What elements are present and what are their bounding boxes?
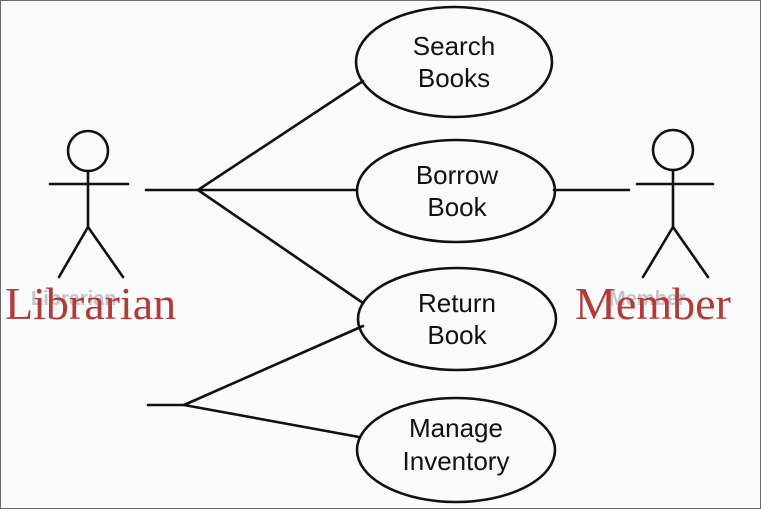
use-case-borrow-book[interactable]: Borrow Book [355, 138, 557, 244]
association-librarian-search-books-branch [196, 79, 365, 192]
actor-librarian-stick-figure-icon [48, 129, 130, 279]
use-case-borrow-book-line-1: Borrow [416, 160, 499, 190]
association-librarian-return-book-lower-branch [182, 324, 365, 407]
actor-librarian[interactable]: Librarian Librarian [5, 129, 176, 329]
association-librarian-manage-inventory [182, 403, 361, 439]
actor-member-label-ghost: Member [609, 288, 686, 310]
associations [144, 79, 631, 439]
actor-member[interactable]: Member Member [575, 128, 731, 329]
use-case-search-books-line-2: Books [418, 63, 490, 93]
use-case-return-book[interactable]: Return Book [356, 266, 558, 372]
use-case-manage-inventory[interactable]: Manage Inventory [355, 396, 557, 504]
actor-member-label: Member [575, 278, 731, 329]
association-librarian-return-book [196, 188, 365, 305]
actor-librarian-label: Librarian [5, 278, 176, 329]
actor-librarian-label-ghost: Librarian [31, 288, 117, 310]
use-case-manage-inventory-line-1: Manage [409, 413, 503, 443]
use-case-return-book-line-2: Book [427, 320, 487, 350]
use-case-borrow-book-line-2: Book [427, 192, 487, 222]
use-case-manage-inventory-line-2: Inventory [403, 446, 510, 476]
use-case-return-book-line-1: Return [418, 288, 496, 318]
actor-member-stick-figure-icon [635, 128, 715, 279]
use-case-search-books[interactable]: Search Books [354, 5, 554, 119]
use-case-search-books-line-1: Search [413, 31, 495, 61]
